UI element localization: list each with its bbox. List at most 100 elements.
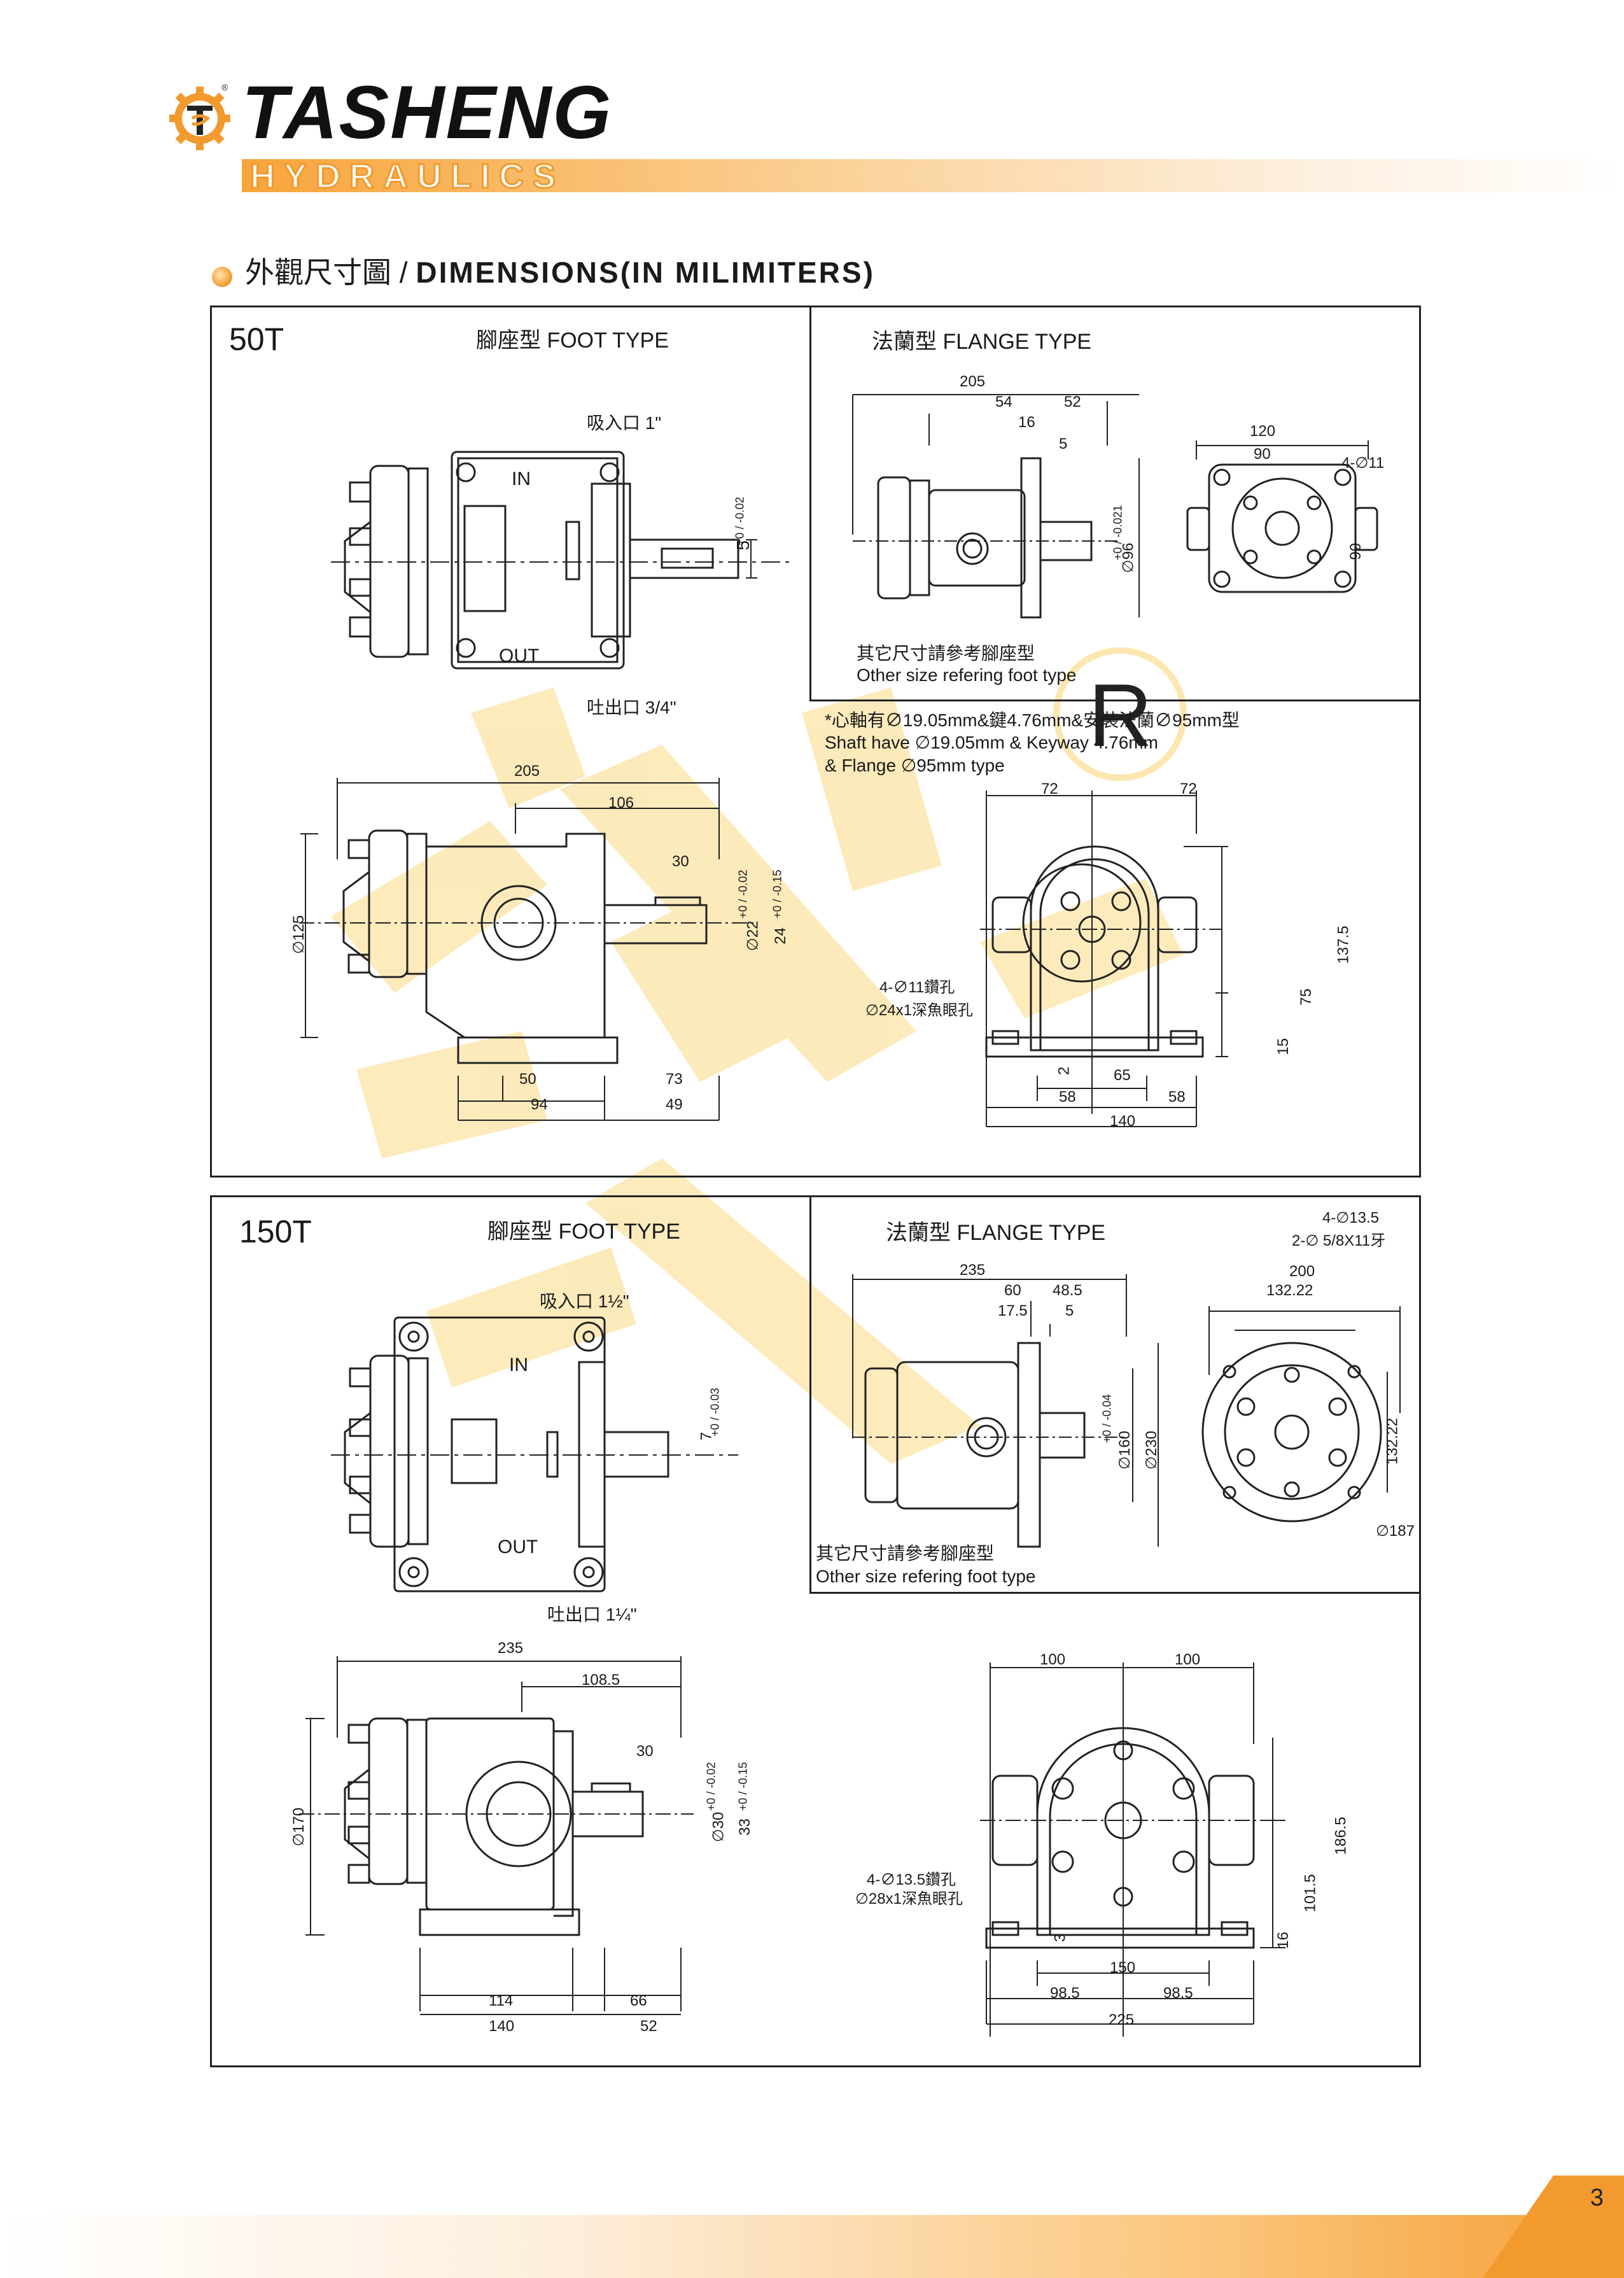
panel-150t-frame [210,1195,1421,2067]
dim-front-100b-150t: 100 [1175,1651,1201,1668]
header-gradient-bar [242,159,1624,192]
dim-side-49-50t: 49 [666,1096,683,1113]
dim-side-94-50t: 94 [531,1096,548,1113]
dim-fl-235-150t: 235 [960,1262,986,1279]
hole-note-2-50t: ∅24x1深魚眼孔 [865,1002,973,1019]
dim-side-205-50t: 205 [514,763,540,780]
dim-front-58a-50t: 58 [1059,1088,1076,1106]
dim-fl-160-tol-150t: +0 / -0.04 [1100,1394,1114,1444]
dim-fl-52-50t: 52 [1064,393,1081,411]
brand-name: TASHENG [242,71,613,155]
hole-note-2-150t: ∅28x1深魚眼孔 [855,1890,963,1908]
hole-note-1-150t: 4-∅13.5鑽孔 [867,1871,956,1888]
flange-side-view-50t [852,394,1140,619]
dim-side-106-50t: 106 [608,794,634,812]
foot-side-view-50t [299,778,757,1121]
dim-side-66-150t: 66 [630,1992,647,2009]
dim-front-186-150t: 186.5 [1332,1817,1350,1855]
flange-note-cn-150t: 其它尺寸請參考腳座型 [816,1543,995,1563]
dim-side-d22-50t: ∅22 [744,920,762,952]
dim-side-114-150t: 114 [489,1992,514,2009]
flange-note-en-150t: Other size refering foot type [816,1566,1036,1586]
dim-side-30-150t: 30 [636,1743,654,1760]
dim-side-140-150t: 140 [489,2018,515,2035]
svg-text:R: R [1088,665,1152,765]
dim-front-65-50t: 65 [1114,1067,1131,1084]
suction-port-label-50t: 吸入口 1" [587,413,662,433]
shaft-note-1-50t: *心軸有∅19.05mm&鍵4.76mm&安裝法蘭∅95mm型 [825,710,1240,730]
dim-key-tol-150t: +0 / -0.03 [708,1388,722,1437]
flange-note-cn-50t: 其它尺寸請參考腳座型 [857,643,1035,663]
dim-fl-132w-150t: 132.22 [1266,1282,1313,1299]
dim-front-75-50t: 75 [1297,988,1315,1006]
dim-front-150-150t: 150 [1110,1959,1136,1976]
dim-front-98b-150t: 98.5 [1163,1985,1193,2002]
model-label-50t: 50T [229,321,284,357]
shaft-note-2-50t: Shaft have ∅19.05mm & Keyway 4.76mm [825,733,1158,752]
dim-fl-230-150t: ∅230 [1143,1430,1161,1470]
foot-top-view-150t [331,1316,738,1592]
tasheng-logo-icon: ® [169,82,230,150]
section-title-separator: / [391,256,416,289]
foot-top-view-50t [331,451,789,670]
svg-text:®: ® [221,82,228,92]
panel-50t-flange-frame [809,306,1421,701]
panel-50t-frame [210,306,1421,1178]
dim-side-30-50t: 30 [672,853,689,870]
dim-side-24-tol-50t: +0 / -0.15 [771,869,784,919]
section-title-cn: 外觀尺寸圖 [245,255,391,290]
dim-side-d170-150t: ∅170 [290,1807,308,1846]
dim-fl-160-150t: ∅160 [1116,1430,1134,1470]
dim-front-100a-150t: 100 [1040,1651,1066,1668]
foot-type-label-50t: 腳座型 FOOT TYPE [476,328,669,353]
dim-front-72a-50t: 72 [1041,780,1058,798]
dim-side-73-50t: 73 [666,1071,683,1088]
dim-front-2-50t: 2 [1055,1066,1073,1076]
suction-port-label-150t: 吸入口 1½" [540,1291,629,1311]
section-title-en: DIMENSIONS(IN MILIMITERS) [416,256,875,289]
port-out-label-150t: OUT [498,1536,538,1557]
port-in-label-150t: IN [509,1354,528,1375]
dim-fl-90h-50t: 90 [1347,543,1364,560]
flange-side-view-150t [852,1274,1159,1548]
dim-fl-5-150t: 5 [1065,1302,1074,1319]
dim-front-15-50t: 15 [1274,1038,1292,1055]
hole-note-1-50t: 4-∅11鑽孔 [879,979,955,996]
dim-side-33-150t: 33 [736,1818,753,1836]
dim-front-98a-150t: 98.5 [1050,1985,1080,2002]
foot-front-view-150t [980,1663,1285,2037]
dim-side-50-50t: 50 [519,1071,536,1088]
foot-type-label-150t: 腳座型 FOOT TYPE [487,1220,680,1244]
section-title: 外觀尺寸圖 / DIMENSIONS(IN MILIMITERS) [245,258,875,287]
dim-fl-120-50t: 120 [1250,423,1276,440]
dim-side-108-150t: 108.5 [582,1671,620,1689]
footer-gradient-bar [0,2215,1624,2278]
dim-fl-16-50t: 16 [1018,414,1035,431]
dim-front-225-150t: 225 [1109,2011,1135,2028]
dim-fl-48-150t: 48.5 [1053,1282,1082,1299]
dim-front-58b-50t: 58 [1168,1088,1186,1106]
flange-note-en-50t: Other size refering foot type [857,665,1077,685]
dim-front-140-50t: 140 [1110,1113,1136,1130]
flange-type-label-150t: 法蘭型 FLANGE TYPE [886,1221,1106,1245]
shaft-note-3-50t: & Flange ∅95mm type [825,756,1005,775]
foot-side-view-150t [299,1656,694,2015]
dim-fl-5-50t: 5 [1059,435,1068,453]
brand-subtitle: HYDRAULICS [249,157,565,195]
dim-fl-60-150t: 60 [1004,1282,1021,1299]
dim-side-235-150t: 235 [498,1640,524,1657]
dim-fl-90w-50t: 90 [1254,446,1271,463]
discharge-port-label-150t: 吐出口 1¼" [547,1605,637,1624]
flange-end-view-50t [1186,440,1378,593]
dim-side-52-150t: 52 [640,2018,657,2035]
port-in-label-50t: IN [512,468,531,489]
dim-side-33-tol-150t: +0 / -0.15 [736,1762,750,1811]
dim-fl-holes-50t: 4-∅11 [1341,454,1385,472]
dim-key-tol-50t: +0 / -0.02 [733,496,746,546]
dim-fl-200-150t: 200 [1289,1263,1315,1280]
dim-fl-holes-2-150t: 2-∅ 5/8X11牙 [1292,1232,1386,1249]
flange-type-label-50t: 法蘭型 FLANGE TYPE [872,330,1092,354]
flange-end-view-150t [1201,1306,1401,1522]
dim-side-d30-tol-150t: +0 / -0.02 [704,1762,718,1811]
page-number: 3 [1590,2184,1604,2211]
